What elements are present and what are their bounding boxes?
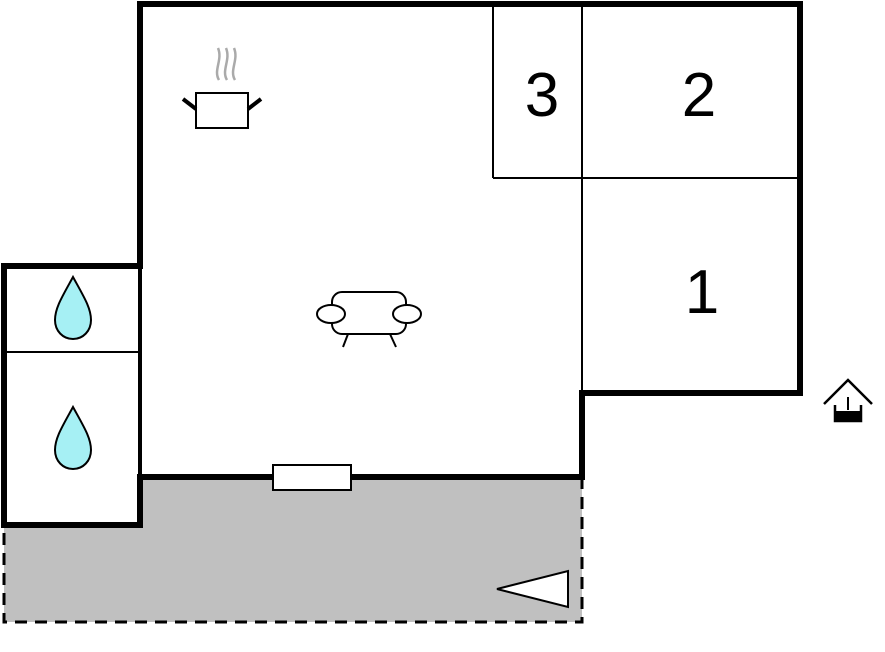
outer-wall <box>1 1 803 528</box>
well-icon <box>823 378 873 423</box>
terrace-dashed-border <box>2 477 584 624</box>
door <box>272 464 352 491</box>
water-drop-icon <box>53 404 93 471</box>
room-3-label: 3 <box>525 61 559 130</box>
room-2-label: 2 <box>682 61 716 130</box>
sofa-icon <box>316 291 422 348</box>
water-drop-icon <box>53 274 93 341</box>
terrace <box>4 477 582 622</box>
entrance-arrow-icon <box>496 569 569 609</box>
cooking-pot-icon <box>181 47 263 129</box>
room-1-label: 1 <box>685 258 719 327</box>
